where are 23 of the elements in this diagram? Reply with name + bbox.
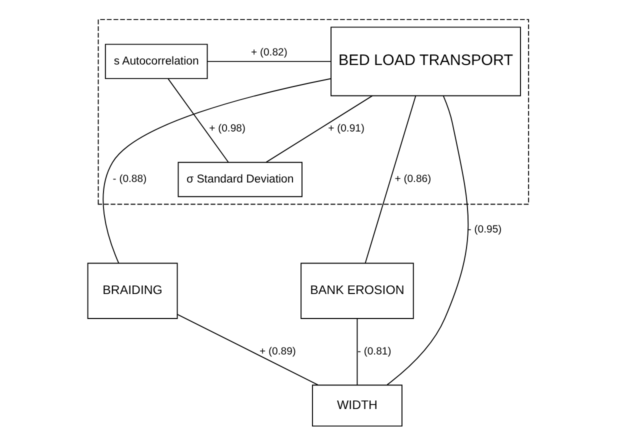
edge-label: - (0.88): [112, 174, 146, 186]
connector: [167, 78, 228, 163]
connector: [102, 78, 331, 264]
connector: [386, 95, 468, 386]
node-box: σ Standard Deviation: [177, 162, 302, 198]
connector: [356, 318, 358, 386]
edge-label: + (0.91): [328, 124, 364, 135]
node-box: BED LOAD TRANSPORT: [330, 26, 520, 96]
edge-label: + (0.98): [208, 124, 245, 135]
edge-label: - (0.95): [467, 224, 502, 236]
connector: [364, 95, 416, 264]
connector: [206, 60, 331, 62]
edge-label: + (0.82): [250, 48, 287, 59]
edge-label: - (0.81): [356, 346, 391, 358]
cluster: [97, 19, 529, 205]
node-box: BRAIDING: [86, 262, 178, 319]
node-box: BANK EROSION: [300, 262, 414, 319]
connector: [265, 95, 372, 163]
node-box: s Autocorrelation: [104, 44, 208, 80]
edge-label: + (0.86): [394, 174, 431, 186]
connector: [176, 314, 318, 386]
node-box: WIDTH: [312, 384, 402, 427]
edge-label: + (0.89): [259, 346, 296, 358]
